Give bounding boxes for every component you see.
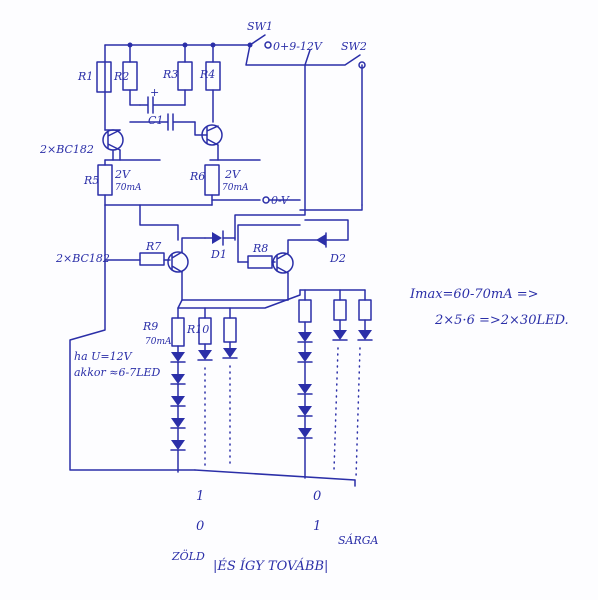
note-line-1: ha U=12V [74,350,133,363]
r8-label: R8 [252,242,268,255]
r1-label: R1 [77,70,93,83]
es-igy-tovabb-label: |ÉS ÍGY TOVÁBB| [213,558,328,574]
imax-line-1: Imax=60-70mA => [409,287,539,302]
supply-label: 0+9-12V [273,40,323,53]
led-string-left [170,307,238,473]
ground-loop [69,204,356,481]
imax-line-2: 2×5·6 =>2×30LED. [434,313,569,328]
r6-label: R6 [189,170,205,183]
r5-spec2-label: 70mA [115,183,142,193]
d1-label: D1 [210,248,227,261]
r10-label: R10 [186,323,209,336]
zold-label: ZÖLD [171,549,205,563]
d2-label: D2 [329,252,346,265]
note-line-2: akkor ≈6-7LED [74,366,161,379]
state-left-top: 1 [196,489,204,504]
r9-label: R9 [142,320,158,333]
sarga-label: SÁRGA [338,533,379,547]
r2-label: R2 [113,70,129,83]
multivibrator [96,44,301,206]
r7-label: R7 [145,240,161,253]
labels: SW1 0+9-12V SW2 R1 R2 R3 R4 + C1 2×BC182… [39,20,569,574]
r6-spec2-label: 70mA [222,183,249,193]
capacitor-plus-label: + [150,86,159,99]
r3-label: R3 [162,68,178,81]
sw1-label: SW1 [247,20,273,33]
state-right-top: 0 [313,489,321,504]
c1-label: C1 [148,114,163,127]
right-supply-line [234,64,363,241]
sw2-label: SW2 [341,40,367,53]
led-string-right [297,289,373,487]
r5-label: R5 [83,174,99,187]
transistor-pair-label-2: 2×BC182 [55,252,110,265]
minus-v-label: 0-V [271,194,290,207]
r4-label: R4 [199,68,215,81]
state-right-bottom: 1 [313,519,321,534]
state-left-bottom: 0 [196,519,204,534]
r5-spec-label: 2V [114,168,131,181]
r6-spec-label: 2V [224,168,241,181]
transistor-pair-label-1: 2×BC182 [39,143,94,156]
top-supply-rail [104,34,366,206]
r9-spec-label: 70mA [145,337,172,347]
driver-stage [104,204,349,309]
